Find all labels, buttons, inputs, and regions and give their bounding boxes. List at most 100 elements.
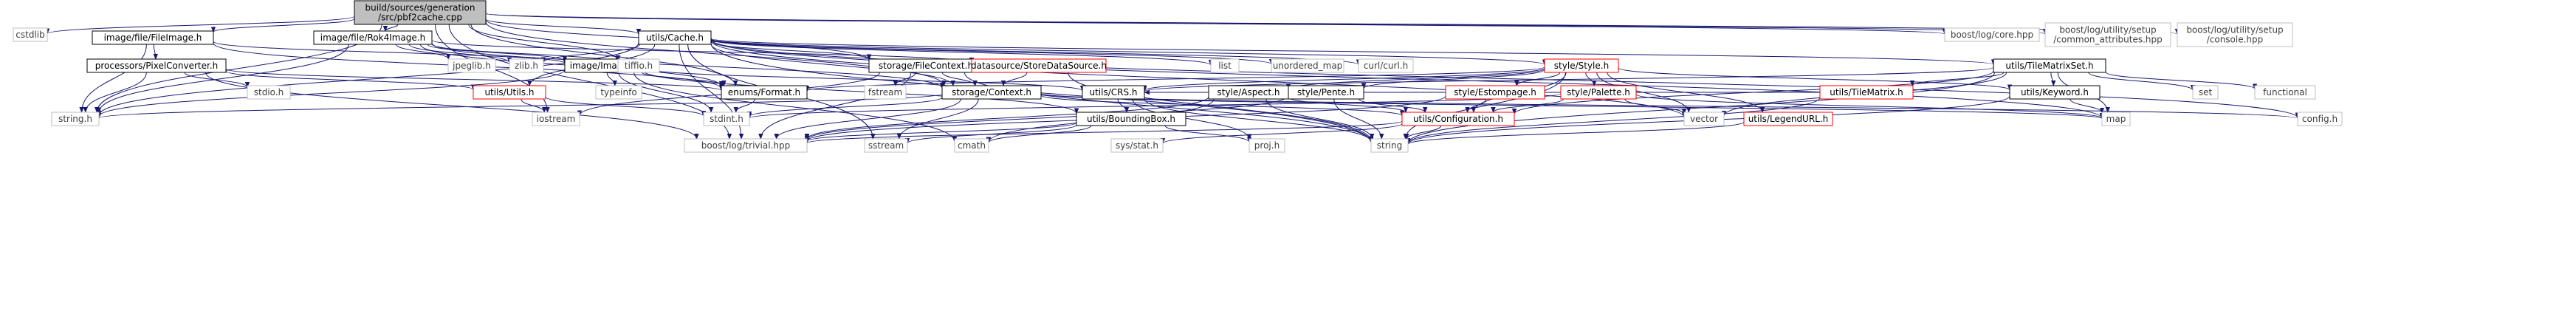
- node-label: utils/Keyword.h: [2021, 87, 2089, 98]
- node-label: unordered_map: [1273, 61, 1343, 71]
- edge-filecontext-to-fstream: [896, 72, 916, 86]
- node-stdint: stdint.h: [703, 112, 750, 126]
- edge-enums-to-stdint: [736, 98, 755, 113]
- node-bbox[interactable]: utils/BoundingBox.h: [1076, 112, 1186, 126]
- edge-storedatasource-to-string: [1068, 72, 1371, 142]
- edge-bbox-to-cmath: [989, 125, 1092, 143]
- edge-legendurl-to-string: [1408, 121, 1745, 145]
- node-functional: functional: [2254, 85, 2316, 100]
- node-keyword[interactable]: utils/Keyword.h: [2009, 85, 2101, 100]
- edge-configuration-to-trivial: [807, 120, 1403, 144]
- node-boostcore: boost/log/core.hpp: [1944, 27, 2040, 42]
- node-rok4image[interactable]: image/file/Rok4Image.h: [313, 30, 433, 45]
- node-cache[interactable]: utils/Cache.h: [638, 30, 712, 45]
- node-storedatasource[interactable]: datasource/StoreDataSource.h: [971, 58, 1107, 73]
- node-label: jpeglib.h: [452, 61, 491, 71]
- node-sstream: sstream: [864, 138, 908, 153]
- edge-pixelconv-to-utils: [225, 70, 473, 90]
- node-box: [1082, 85, 1145, 100]
- node-root[interactable]: build/sources/generation/src/pbf2cache.c…: [354, 0, 487, 25]
- node-label: map: [2106, 114, 2126, 124]
- node-utils[interactable]: utils/Utils.h: [473, 85, 546, 100]
- edge-rok4image-to-image: [427, 44, 565, 62]
- node-label: /src/pbf2cache.cpp: [378, 13, 462, 23]
- node-label: typeinfo: [600, 87, 636, 98]
- node-box: [1248, 138, 1285, 153]
- edge-cache-to-filecontext: [710, 41, 869, 60]
- node-box: [617, 58, 660, 73]
- node-aspect[interactable]: style/Aspect.h: [1208, 85, 1289, 100]
- node-curl: curl/curl.h: [1358, 58, 1414, 73]
- edge-cache-to-storagecontext: [710, 44, 953, 86]
- edge-cache-to-unordered_map: [710, 38, 1271, 65]
- node-box: [2177, 22, 2293, 47]
- node-cmath: cmath: [954, 138, 989, 153]
- edge-bbox-to-proj: [1164, 125, 1249, 143]
- edge-filecontext-to-storagecontext: [941, 72, 975, 86]
- node-box: [703, 112, 750, 126]
- node-label: style/Palette.h: [1567, 87, 1630, 98]
- node-box: [1544, 58, 1619, 73]
- node-zlib: zlib.h: [509, 58, 544, 73]
- edge-filecontext-to-string: [964, 72, 1371, 143]
- edge-cache-to-string_h: [99, 42, 639, 116]
- node-legendurl[interactable]: utils/LegendURL.h: [1743, 112, 1833, 126]
- node-box: [509, 58, 544, 73]
- node-box: [247, 85, 291, 100]
- node-configuration[interactable]: utils/Configuration.h: [1401, 112, 1515, 126]
- edge-storagecontext-to-stdint: [749, 97, 943, 117]
- node-label: functional: [2263, 87, 2307, 98]
- node-label: cmath: [958, 140, 986, 151]
- node-box: [473, 85, 546, 100]
- edge-pixelconv-to-trivial: [205, 72, 697, 140]
- node-label: fstream: [868, 87, 902, 98]
- node-box: [1993, 58, 2106, 73]
- node-label: image/file/FileImage.h: [104, 32, 202, 43]
- node-box: [2101, 112, 2131, 126]
- edge-configuration-to-string: [1407, 125, 1442, 140]
- edge-cache-to-map: [710, 39, 2102, 119]
- edge-root-to-commonattr: [485, 13, 2045, 34]
- node-box: [1560, 85, 1637, 100]
- node-tilematrix[interactable]: utils/TileMatrix.h: [1819, 85, 1914, 100]
- node-storagecontext[interactable]: storage/Context.h: [941, 85, 1042, 100]
- edge-style-to-enums: [807, 66, 1545, 92]
- edge-rok4image-to-string_h: [99, 44, 349, 113]
- node-box: [2192, 85, 2219, 100]
- node-fileimage[interactable]: image/file/FileImage.h: [92, 30, 214, 45]
- edge-root-to-fileimage: [213, 18, 355, 32]
- node-string_h: string.h: [51, 112, 100, 126]
- edge-pixelconv-to-stdio: [184, 72, 247, 88]
- node-set: set: [2192, 85, 2219, 100]
- edge-root-to-cstdlib: [47, 16, 355, 35]
- edge-style-to-pente: [1364, 69, 1545, 89]
- node-box: [1076, 112, 1186, 126]
- edge-cache-to-config: [710, 39, 2298, 118]
- node-label: /console.hpp: [2207, 35, 2264, 45]
- edge-image-to-crs: [641, 67, 1082, 92]
- node-label: style/Pente.h: [1297, 87, 1355, 98]
- node-pixelconv[interactable]: processors/PixelConverter.h: [86, 58, 227, 73]
- node-palette[interactable]: style/Palette.h: [1560, 85, 1637, 100]
- node-proj: proj.h: [1248, 138, 1285, 153]
- edge-estompage-to-configuration: [1468, 98, 1486, 113]
- node-box: [1944, 27, 2040, 42]
- node-enums[interactable]: enums/Format.h: [721, 85, 808, 100]
- node-tilematrixset[interactable]: utils/TileMatrixSet.h: [1993, 58, 2106, 73]
- node-estompage[interactable]: style/Estompage.h: [1445, 85, 1545, 100]
- node-style[interactable]: style/Style.h: [1544, 58, 1619, 73]
- node-crs[interactable]: utils/CRS.h: [1082, 85, 1145, 100]
- node-box: [1288, 85, 1364, 100]
- node-label: boost/log/trivial.hpp: [701, 140, 790, 151]
- edge-configuration-to-sysstat: [1163, 123, 1403, 144]
- edge-tilematrixset-to-functional: [2105, 72, 2255, 89]
- node-pente[interactable]: style/Pente.h: [1288, 85, 1364, 100]
- node-label: processors/PixelConverter.h: [95, 61, 219, 71]
- edge-palette-to-map: [1635, 94, 2102, 119]
- edge-root-to-cache: [485, 18, 639, 35]
- edge-cache-to-tilematrixset: [710, 38, 1993, 65]
- node-label: boost/log/core.hpp: [1951, 30, 2033, 40]
- node-filecontext[interactable]: storage/FileContext.h: [868, 58, 983, 73]
- node-box: [954, 138, 989, 153]
